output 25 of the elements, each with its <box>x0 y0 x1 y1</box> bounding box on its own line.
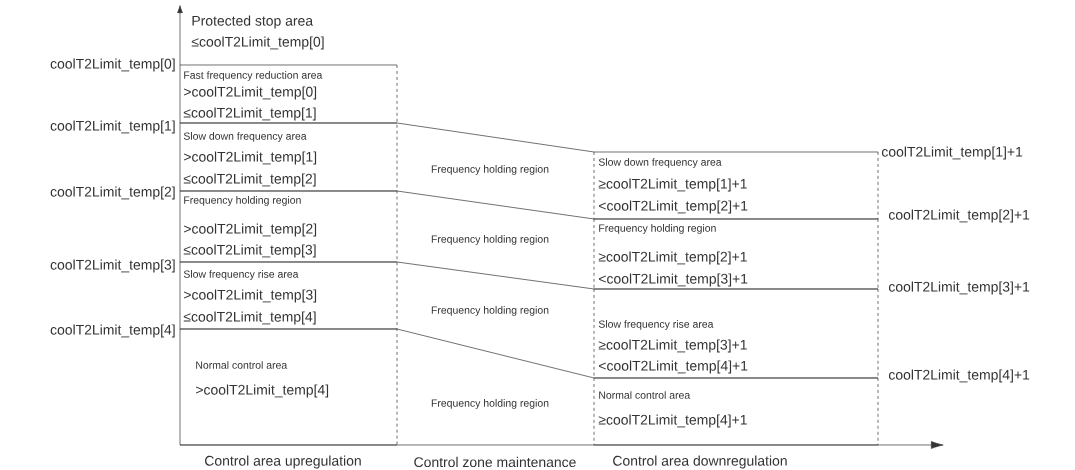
threshold-label: coolT2Limit_temp[2] <box>50 186 175 200</box>
threshold-label: Protected stop area <box>192 15 314 29</box>
band-region: Normal control area ≥coolT2Limit_temp[4]+1 <box>593 377 879 446</box>
threshold-label: coolT2Limit_temp[1]+1 <box>881 146 1023 160</box>
threshold-label: coolT2Limit_temp[4] <box>50 324 175 338</box>
threshold-label: Frequency holding region <box>431 165 549 175</box>
threshold-label: Frequency holding region <box>431 306 549 316</box>
threshold-label: coolT2Limit_temp[3]+1 <box>888 281 1030 295</box>
threshold-label: ≤coolT2Limit_temp[0] <box>191 36 324 50</box>
band-region: Normal control area >coolT2Limit_temp[4] <box>179 361 398 446</box>
threshold-label: coolT2Limit_temp[1] <box>50 120 175 134</box>
threshold-label: coolT2Limit_temp[2]+1 <box>888 209 1030 223</box>
threshold-label: coolT2Limit_temp[0] <box>50 58 175 72</box>
band-region: Frequency holding region ≥coolT2Limit_temp[2]+1 <coolT2Limit_temp[3]+1 <box>593 218 879 290</box>
threshold-label: Control zone maintenance <box>414 456 576 468</box>
band-region: Slow down frequency area >coolT2Limit_temp[1] ≤coolT2Limit_temp[2] <box>179 132 398 192</box>
band-region: Slow frequency rise area >coolT2Limit_temp[3] ≤coolT2Limit_temp[4] <box>179 270 398 330</box>
band-region: Slow down frequency area ≥coolT2Limit_temp[1]+1 <coolT2Limit_temp[2]+1 <box>593 151 879 220</box>
threshold-label: coolT2Limit_temp[3] <box>50 259 175 273</box>
threshold-label: Frequency holding region <box>431 399 549 409</box>
band-region: Frequency holding region >coolT2Limit_temp[2] ≤coolT2Limit_temp[3] <box>179 196 398 263</box>
threshold-label: Frequency holding region <box>431 235 549 245</box>
threshold-label: coolT2Limit_temp[4]+1 <box>888 369 1030 383</box>
band-region: Slow frequency rise area ≥coolT2Limit_temp[3]+1 <coolT2Limit_temp[4]+1 <box>593 288 879 379</box>
band-region: Fast frequency reduction area >coolT2Limit_temp[0] ≤coolT2Limit_temp[1] <box>179 64 398 124</box>
